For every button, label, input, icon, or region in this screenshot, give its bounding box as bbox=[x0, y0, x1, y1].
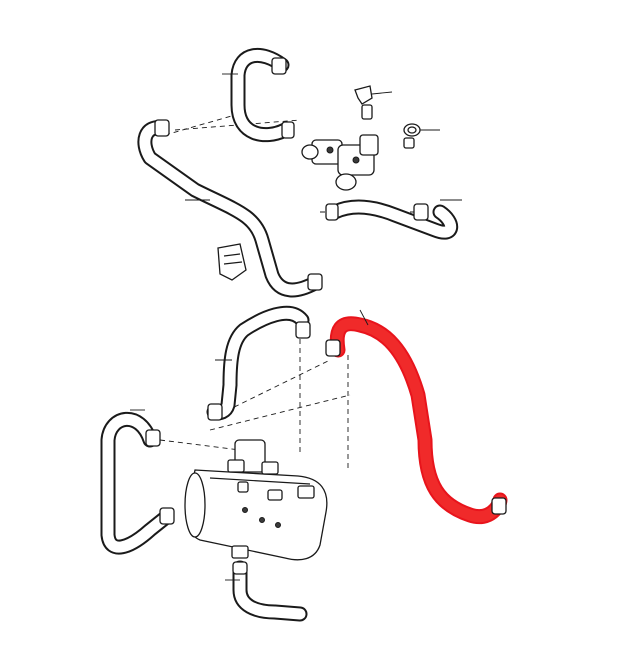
hose-clamp[interactable] bbox=[403, 123, 440, 149]
coolant-pipe-hose[interactable] bbox=[206, 305, 311, 421]
upper-radiator-hose[interactable] bbox=[137, 119, 323, 298]
upper-bypass-hose[interactable] bbox=[222, 47, 295, 143]
mounting-bracket[interactable] bbox=[217, 243, 247, 281]
thermostat-housing[interactable] bbox=[301, 134, 379, 191]
heater-feed-hose[interactable] bbox=[325, 199, 462, 240]
heater-return-hose[interactable] bbox=[325, 309, 508, 525]
tank-outlet-hose[interactable] bbox=[225, 560, 308, 622]
expansion-tank[interactable] bbox=[184, 439, 328, 561]
hose-clip-upper[interactable] bbox=[354, 85, 393, 120]
lower-radiator-hose[interactable] bbox=[100, 409, 175, 555]
